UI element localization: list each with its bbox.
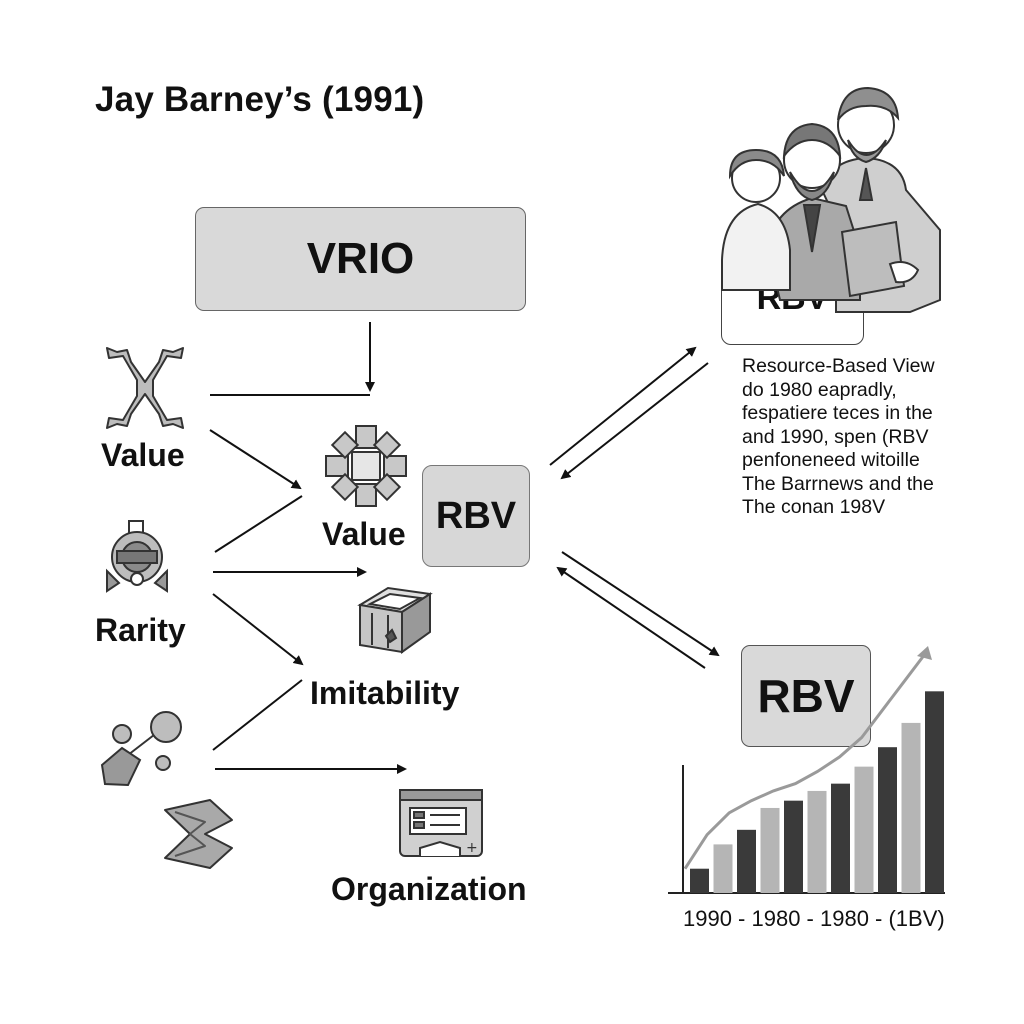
chart-bar — [807, 790, 827, 893]
description-line: fespatiere teces in the — [742, 402, 933, 424]
rarity-label: Rarity — [95, 612, 186, 648]
arrow-to-bottom-rbv — [561, 551, 720, 657]
line-rarity-up — [214, 495, 303, 553]
chart-bar — [760, 807, 780, 893]
bottom-rbv-label: RBV — [757, 670, 855, 722]
arrow-from-bottom-rbv — [556, 566, 706, 669]
chart-trend-line — [683, 649, 930, 870]
chart-years-label: 1990 - 1980 - 1980 - (1BV) — [683, 906, 945, 931]
center-rbv-label: RBV — [435, 494, 517, 537]
imitability-label: Imitability — [310, 675, 460, 711]
rbv-description: Resource-Based View do 1980 eapradly, fe… — [742, 355, 1012, 520]
arrow-value-to-center — [209, 429, 302, 490]
arrow-from-top-rbv — [560, 362, 709, 480]
arrow-rarity-to-imitability — [212, 593, 304, 666]
line-molecule-up — [212, 679, 303, 751]
organization-label: Organization — [331, 871, 527, 907]
chart-bar — [784, 800, 803, 893]
bottom-rbv-box: RBV — [741, 645, 871, 747]
description-line: Resource-Based View — [742, 355, 935, 377]
svg-text:+: + — [466, 840, 478, 856]
chart-bar — [737, 829, 756, 893]
value-left-label: Value — [101, 437, 185, 473]
value-center-label: Value — [322, 516, 406, 552]
description-line: The Barrnews and the — [742, 472, 934, 495]
chart-bar — [690, 868, 709, 893]
chart-bar — [925, 691, 944, 893]
chart-bar — [831, 783, 850, 893]
chart-bar — [878, 747, 897, 893]
page-title: Jay Barney’s (1991) — [95, 80, 425, 119]
chart-trend-arrowhead — [917, 646, 932, 660]
description-line: do 1980 eapradly, — [742, 378, 897, 401]
description-line: The conan 198V — [742, 496, 886, 518]
chart-bar — [901, 722, 921, 893]
chart-bar — [854, 766, 874, 893]
description-line: and 1990, spen (RBV — [742, 425, 929, 448]
arrow-to-top-rbv — [549, 346, 697, 466]
chart-bar — [713, 844, 733, 893]
vrio-box: VRIO — [195, 207, 526, 311]
description-line: penfoneneed witoille — [742, 449, 920, 471]
vrio-label: VRIO — [306, 234, 415, 283]
center-rbv-box: RBV — [422, 465, 530, 567]
